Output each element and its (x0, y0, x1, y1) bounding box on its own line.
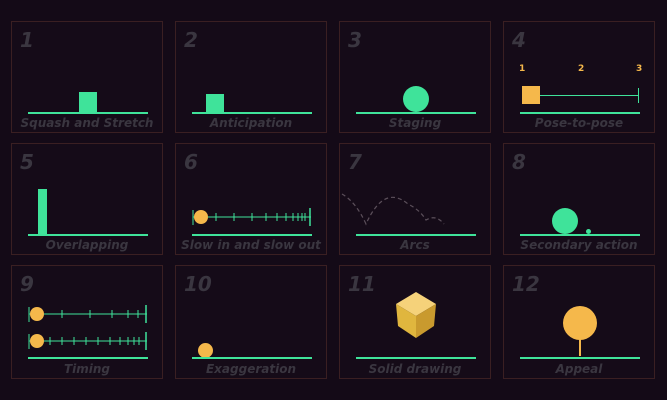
card-timing: 9 (11, 265, 163, 379)
card-label: Arcs (400, 238, 430, 252)
ground-line (28, 112, 148, 114)
cube-shape (396, 292, 436, 338)
card-label: Staging (388, 116, 442, 130)
orange-ball-large-shape (563, 306, 597, 340)
card-label: Exaggeration (205, 362, 296, 376)
card-label: Slow in and slow out (181, 238, 321, 252)
card-label: Solid drawing (368, 362, 462, 376)
green-ball-shape (403, 86, 429, 112)
ground-line (192, 112, 312, 114)
timing-timelines (28, 305, 147, 350)
ground-line (28, 234, 148, 236)
ground-line (28, 357, 148, 359)
card-label: Timing (63, 362, 111, 376)
ground-line (356, 357, 476, 359)
card-number: 11 (348, 272, 376, 296)
pose-label-3: 3 (636, 64, 643, 74)
card-number: 3 (348, 28, 362, 52)
orange-ball-shape (198, 343, 213, 358)
ground-line (192, 234, 312, 236)
card-number: 2 (184, 28, 198, 52)
card-anticipation: 2 Anticipation (175, 21, 327, 133)
orange-ball-shape (194, 210, 208, 224)
timeline-line (523, 95, 639, 96)
card-number: 4 (512, 28, 526, 52)
card-solid-drawing: 11 Solid drawing (339, 265, 491, 379)
card-number: 6 (184, 150, 198, 174)
card-staging: 3 Staging (339, 21, 491, 133)
card-number: 9 (20, 272, 34, 296)
card-arcs: 7 Arcs (339, 143, 491, 255)
card-label: Anticipation (209, 116, 293, 130)
card-secondary-action: 8 Secondary action (503, 143, 655, 255)
ground-line (520, 112, 640, 114)
pose-label-1: 1 (519, 64, 526, 74)
card-number: 5 (20, 150, 34, 174)
green-ball-small-shape (586, 229, 591, 234)
pose-label-2: 2 (578, 64, 585, 74)
card-number: 12 (512, 272, 540, 296)
card-pose-to-pose: 4 1 2 3 Pose-to-pose (503, 21, 655, 133)
ground-line (192, 357, 312, 359)
card-label: Appeal (555, 362, 603, 376)
green-bar-shape (38, 189, 47, 235)
card-squash-and-stretch: 1 Squash and Stretch (11, 21, 163, 133)
orange-ball-shape (30, 334, 44, 348)
card-label: Overlapping (45, 238, 129, 252)
ground-line (356, 112, 476, 114)
lollipop-stick-shape (579, 334, 581, 356)
card-overlapping: 5 Overlapping (11, 143, 163, 255)
slow-in-out-timeline (192, 208, 311, 226)
card-label: Pose-to-pose (534, 116, 624, 130)
card-number: 8 (512, 150, 526, 174)
card-number: 10 (184, 272, 212, 296)
card-slow-in-slow-out: 6 Slow in and slow out (175, 143, 327, 255)
ground-line (520, 234, 640, 236)
card-number: 7 (348, 150, 362, 174)
timeline-end-tick (638, 88, 639, 103)
card-exaggeration: 10 Exaggeration (175, 265, 327, 379)
card-label: Squash and Stretch (20, 116, 154, 130)
ground-line (356, 234, 476, 236)
orange-square-shape (522, 86, 540, 104)
green-ball-large-shape (552, 208, 578, 234)
card-number: 1 (20, 28, 34, 52)
green-square-shape (206, 94, 224, 112)
card-appeal: 12 Appeal (503, 265, 655, 379)
green-square-shape (79, 92, 97, 112)
orange-ball-shape (30, 307, 44, 321)
card-label: Secondary action (520, 238, 638, 252)
ground-line (520, 357, 640, 359)
